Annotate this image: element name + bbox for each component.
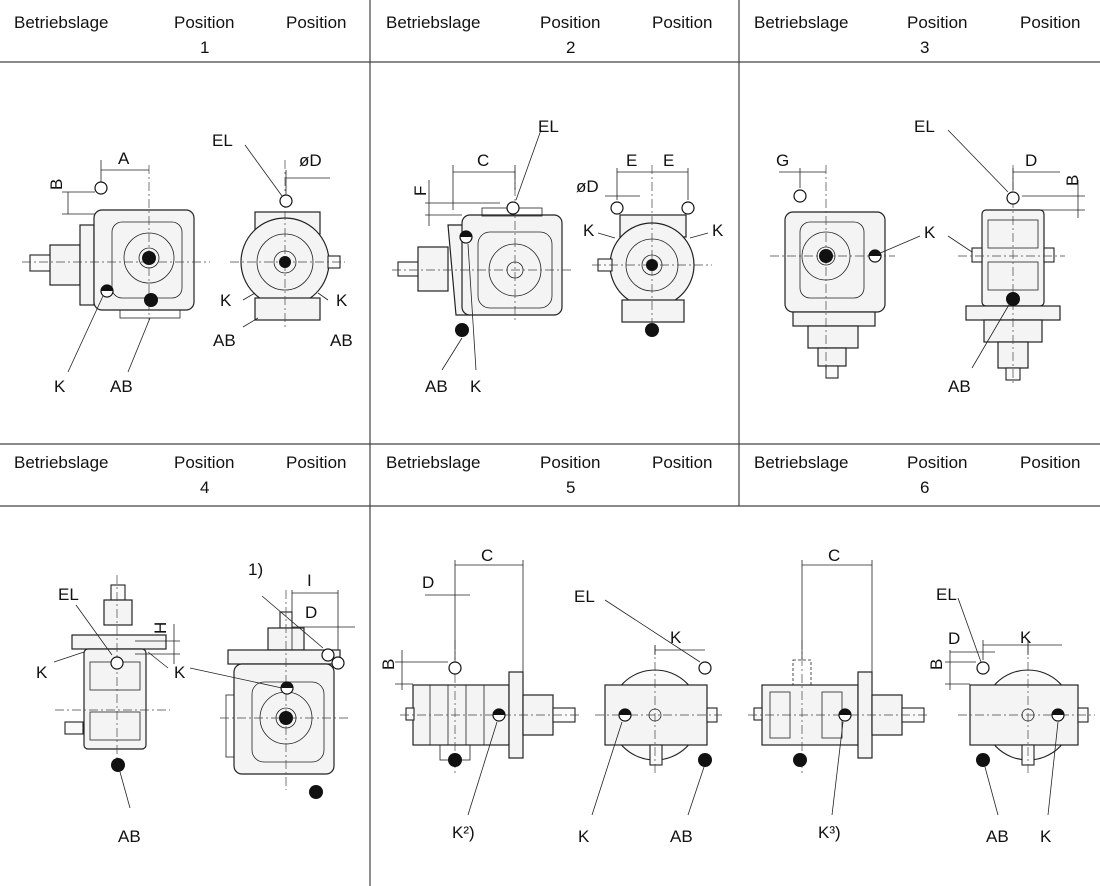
dim-label-d: D [1025, 151, 1037, 170]
header-cell-5: Betriebslage Position Position 5 [372, 445, 738, 505]
dim-label-a: A [118, 149, 130, 168]
label-k: K [578, 827, 590, 846]
panel-position-4: AB EL K K H [36, 560, 355, 846]
label-ab: AB [948, 377, 971, 396]
label-k-footnote-2: K²) [452, 823, 475, 842]
panel-position-5: C D B K²) K EL K [379, 546, 722, 846]
panel-position-1: A B K AB øD EL K [22, 131, 353, 396]
header-cell-1: Betriebslage Position Position 1 [0, 0, 367, 60]
label-k: K [712, 221, 724, 240]
panel-position-3: G D B EL K [770, 117, 1085, 396]
label-el: EL [538, 117, 559, 136]
dim-label-d: D [948, 629, 960, 648]
label-ab: AB [986, 827, 1009, 846]
header-position: Position [174, 453, 235, 472]
header-position-number: 1 [200, 38, 210, 57]
header-cell-2: Betriebslage Position Position 2 [372, 0, 738, 60]
label-k: K [924, 223, 936, 242]
header-cell-6: Betriebslage Position Position 6 [740, 445, 1100, 505]
header-position-number: 4 [200, 478, 210, 497]
header-position-number: 3 [920, 38, 930, 57]
label-el: EL [936, 585, 957, 604]
header-position-number: 5 [566, 478, 576, 497]
label-ab: AB [670, 827, 693, 846]
dim-label-c: C [481, 546, 493, 565]
dim-label-k: K [670, 628, 682, 647]
dim-label-b: B [927, 659, 946, 670]
header-position: Position [540, 453, 601, 472]
header-position: Position [174, 13, 235, 32]
label-el: EL [914, 117, 935, 136]
dim-label-od: øD [576, 177, 599, 196]
dim-label-b: B [1063, 175, 1082, 186]
header-betriebslage: Betriebslage [386, 453, 481, 472]
dim-label-e: E [626, 151, 637, 170]
header-cell-3: Betriebslage Position Position 3 [740, 0, 1100, 60]
header-betriebslage: Betriebslage [14, 453, 109, 472]
header-position: Position [540, 13, 601, 32]
label-el: EL [212, 131, 233, 150]
label-k: K [54, 377, 66, 396]
label-k: K [470, 377, 482, 396]
header-position: Position [907, 13, 968, 32]
header-position: Position [286, 453, 347, 472]
dim-label-e: E [663, 151, 674, 170]
header-betriebslage: Betriebslage [754, 453, 849, 472]
panel-position-6: C K³) K D B EL [748, 546, 1095, 846]
dim-label-k: K [1020, 628, 1032, 647]
label-k-footnote-3: K³) [818, 823, 841, 842]
label-k: K [336, 291, 348, 310]
header-position: Position [286, 13, 347, 32]
dim-label-d: D [422, 573, 434, 592]
label-ab: AB [213, 331, 236, 350]
label-k: K [174, 663, 186, 682]
dim-label-c: C [828, 546, 840, 565]
label-ab: AB [425, 377, 448, 396]
label-k: K [36, 663, 48, 682]
label-k: K [1040, 827, 1052, 846]
header-cell-4: Betriebslage Position Position 4 [0, 445, 367, 505]
dim-label-c: C [477, 151, 489, 170]
dim-label-od: øD [299, 151, 322, 170]
header-betriebslage: Betriebslage [14, 13, 109, 32]
label-el: EL [58, 585, 79, 604]
label-el: EL [574, 587, 595, 606]
label-ab: AB [118, 827, 141, 846]
label-k: K [220, 291, 232, 310]
header-position: Position [652, 13, 713, 32]
label-ab: AB [110, 377, 133, 396]
dim-label-h: H [151, 622, 170, 634]
dim-label-g: G [776, 151, 789, 170]
header-position: Position [1020, 13, 1081, 32]
label-k: K [583, 221, 595, 240]
header-position: Position [1020, 453, 1081, 472]
header-position: Position [652, 453, 713, 472]
header-position: Position [907, 453, 968, 472]
label-ab: AB [330, 331, 353, 350]
footnote-marker: 1) [248, 560, 263, 579]
header-betriebslage: Betriebslage [754, 13, 849, 32]
panel-position-2: C F EL AB K E [392, 117, 724, 396]
header-position-number: 6 [920, 478, 930, 497]
dim-label-d: D [305, 603, 317, 622]
header-position-number: 2 [566, 38, 576, 57]
dim-label-b: B [47, 179, 66, 190]
dim-label-f: F [411, 186, 430, 196]
dim-label-b: B [379, 659, 398, 670]
header-betriebslage: Betriebslage [386, 13, 481, 32]
dim-label-i: I [307, 571, 312, 590]
